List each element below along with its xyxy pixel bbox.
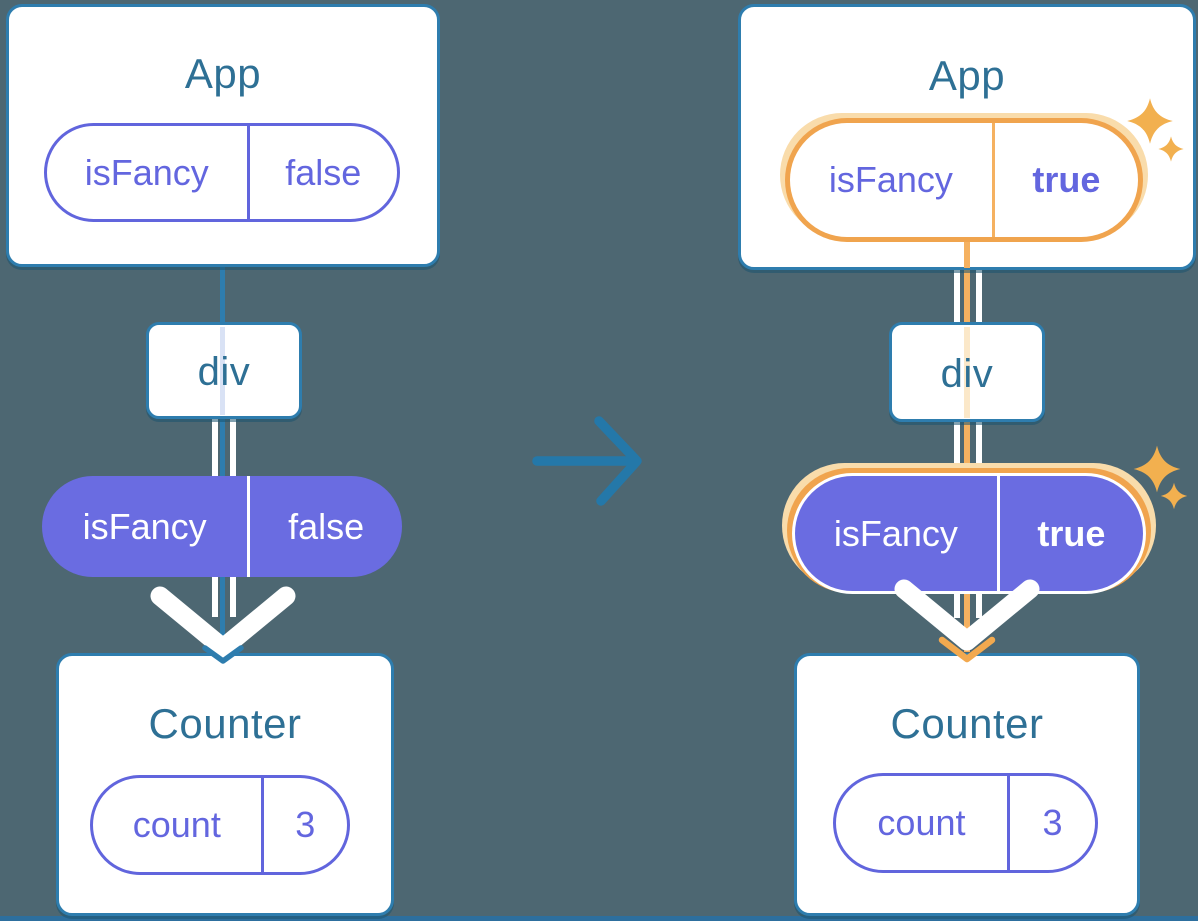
right-passed-prop-pill-ring: isFancy true bbox=[787, 468, 1151, 594]
state-value-cell: 3 bbox=[264, 778, 347, 872]
right-passed-prop-pill: isFancy true bbox=[795, 476, 1143, 591]
right-div-through-line bbox=[964, 327, 970, 418]
left-render-band-right-2 bbox=[230, 575, 236, 617]
bottom-edge-line bbox=[0, 916, 1198, 921]
left-app-div-line bbox=[220, 264, 225, 326]
state-value: 3 bbox=[295, 804, 316, 845]
left-render-band-left bbox=[212, 417, 218, 479]
state-label: count bbox=[132, 804, 221, 845]
prop-label-cell: isFancy bbox=[47, 126, 250, 219]
left-render-band-left-2 bbox=[212, 575, 218, 617]
state-value-cell: 3 bbox=[1010, 776, 1095, 870]
right-div-title: div bbox=[940, 352, 994, 396]
prop-value-cell: true bbox=[995, 123, 1138, 237]
left-render-line-2 bbox=[220, 575, 225, 660]
right-app-title: App bbox=[928, 52, 1006, 99]
left-counter-state-pill: count 3 bbox=[90, 775, 350, 875]
prop-value-cell: false bbox=[250, 126, 398, 219]
prop-label: isFancy bbox=[82, 505, 207, 547]
prop-value: false bbox=[288, 505, 365, 547]
right-app-prop-pill-halo: isFancy true bbox=[780, 113, 1148, 242]
right-render-band-right bbox=[976, 266, 982, 326]
state-label-cell: count bbox=[93, 778, 264, 872]
right-prop-line-3 bbox=[964, 586, 970, 652]
right-render-band-left-2 bbox=[954, 420, 960, 468]
left-app-prop-pill: isFancy false bbox=[44, 123, 400, 222]
right-prop-line bbox=[964, 266, 970, 326]
left-render-band-right bbox=[230, 417, 236, 479]
prop-label: isFancy bbox=[833, 512, 958, 554]
state-label-cell: count bbox=[836, 776, 1010, 870]
prop-value-cell: false bbox=[250, 476, 402, 577]
left-counter-title: Counter bbox=[148, 700, 302, 747]
right-prop-line-2 bbox=[964, 420, 970, 468]
prop-label-cell: isFancy bbox=[790, 123, 995, 237]
right-app-prop-pill-ring: isFancy true bbox=[785, 118, 1143, 242]
left-div-through-line bbox=[220, 327, 225, 415]
right-render-band-right-2 bbox=[976, 420, 982, 468]
right-passed-prop-pill-gap: isFancy true bbox=[792, 473, 1146, 594]
right-counter-title: Counter bbox=[890, 700, 1044, 747]
right-app-inner-prop-line bbox=[964, 232, 970, 268]
right-arrow-icon bbox=[532, 416, 642, 506]
state-value: 3 bbox=[1042, 802, 1063, 843]
right-counter-state-pill: count 3 bbox=[833, 773, 1098, 873]
state-label: count bbox=[877, 802, 966, 843]
left-passed-prop-pill: isFancy false bbox=[42, 476, 402, 577]
prop-label-cell: isFancy bbox=[795, 476, 1000, 591]
prop-label: isFancy bbox=[84, 151, 209, 193]
left-app-title: App bbox=[184, 50, 262, 97]
right-passed-prop-pill-halo: isFancy true bbox=[782, 463, 1156, 594]
prop-value: true bbox=[1032, 159, 1101, 200]
left-div-title: div bbox=[197, 350, 251, 394]
right-render-band-left bbox=[954, 266, 960, 326]
prop-value: false bbox=[285, 151, 362, 193]
prop-value: true bbox=[1037, 512, 1106, 554]
prop-label-cell: isFancy bbox=[42, 476, 251, 577]
right-app-prop-pill: isFancy true bbox=[790, 123, 1138, 237]
prop-value-cell: true bbox=[1000, 476, 1143, 591]
left-render-line bbox=[220, 417, 225, 479]
prop-label: isFancy bbox=[828, 159, 953, 200]
